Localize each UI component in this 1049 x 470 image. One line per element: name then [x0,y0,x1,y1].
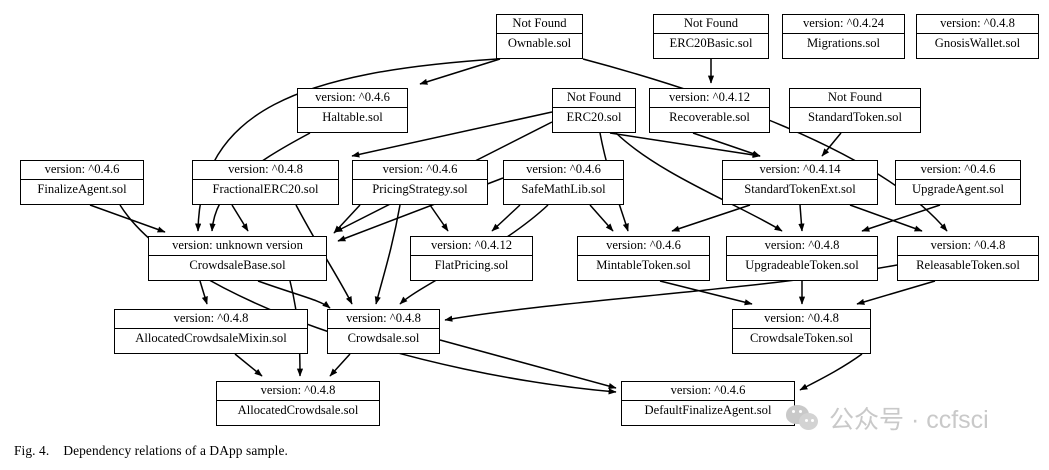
node-version-safemathlib: version: ^0.4.6 [504,161,623,180]
node-version-crowdsale: version: ^0.4.8 [328,310,439,329]
node-version-erc20basic: Not Found [654,15,768,34]
node-file-crowdsale: Crowdsale.sol [347,330,420,345]
node-version-upgradeagent: version: ^0.4.6 [896,161,1020,180]
node-file-standardtokenext: StandardTokenExt.sol [744,181,856,196]
node-version-haltable: version: ^0.4.6 [298,89,407,108]
node-file-safemathlib: SafeMathLib.sol [521,181,606,196]
node-file-allocatedcrowdsalemixin: AllocatedCrowdsaleMixin.sol [135,330,287,345]
node-version-crowdsalebase: version: unknown version [149,237,326,256]
node-version-mintabletoken: version: ^0.4.6 [578,237,709,256]
node-file-gnosiswallet: GnosisWallet.sol [934,35,1021,50]
node-file-ownable: Ownable.sol [507,35,572,50]
node-file-allocatedcrowdsale: AllocatedCrowdsale.sol [237,402,359,417]
node-version-finalizeagent: version: ^0.4.6 [21,161,143,180]
node-file-erc20basic: ERC20Basic.sol [669,35,753,50]
node-version-recoverable: version: ^0.4.12 [650,89,769,108]
node-file-crowdsaletoken: CrowdsaleToken.sol [749,330,853,345]
node-file-upgradeagent: UpgradeAgent.sol [912,181,1004,196]
node-version-crowdsaletoken: version: ^0.4.8 [733,310,870,329]
node-version-releasabletoken: version: ^0.4.8 [898,237,1038,256]
node-file-migrations: Migrations.sol [806,35,881,50]
node-version-defaultfinalizeagent: version: ^0.4.6 [622,382,794,401]
node-file-flatpricing: FlatPricing.sol [434,257,509,272]
wechat-icon [786,404,820,432]
node-file-pricingstrategy: PricingStrategy.sol [372,181,468,196]
node-file-defaultfinalizeagent: DefaultFinalizeAgent.sol [644,402,772,417]
node-file-crowdsalebase: CrowdsaleBase.sol [189,257,286,272]
figure-caption: Fig. 4. Dependency relations of a DApp sa… [14,443,288,459]
node-version-gnosiswallet: version: ^0.4.8 [917,15,1038,34]
node-file-erc20: ERC20.sol [566,109,622,124]
node-version-allocatedcrowdsale: version: ^0.4.8 [217,382,379,401]
node-version-allocatedcrowdsalemixin: version: ^0.4.8 [115,310,307,329]
node-file-mintabletoken: MintableToken.sol [596,257,691,272]
node-file-haltable: Haltable.sol [322,109,383,124]
node-version-standardtoken: Not Found [790,89,920,108]
node-file-releasabletoken: ReleasableToken.sol [916,257,1020,272]
node-file-finalizeagent: FinalizeAgent.sol [37,181,127,196]
node-file-recoverable: Recoverable.sol [669,109,750,124]
node-version-erc20: Not Found [553,89,635,108]
node-version-ownable: Not Found [497,15,582,34]
watermark-text: 公众号 · ccfsci [829,406,989,434]
node-version-standardtokenext: version: ^0.4.14 [723,161,877,180]
figure-caption-text: Dependency relations of a DApp sample. [63,443,288,458]
node-version-flatpricing: version: ^0.4.12 [411,237,532,256]
node-version-pricingstrategy: version: ^0.4.6 [353,161,487,180]
node-file-fractionalerc20: FractionalERC20.sol [212,181,319,196]
node-version-fractionalerc20: version: ^0.4.8 [193,161,338,180]
node-file-standardtoken: StandardToken.sol [808,109,902,124]
node-version-upgradeabletoken: version: ^0.4.8 [727,237,877,256]
node-file-upgradeabletoken: UpgradeableToken.sol [745,257,859,272]
figure-caption-label: Fig. 4. [14,443,50,458]
node-version-migrations: version: ^0.4.24 [783,15,904,34]
watermark: 公众号 · ccfsci [786,400,989,436]
